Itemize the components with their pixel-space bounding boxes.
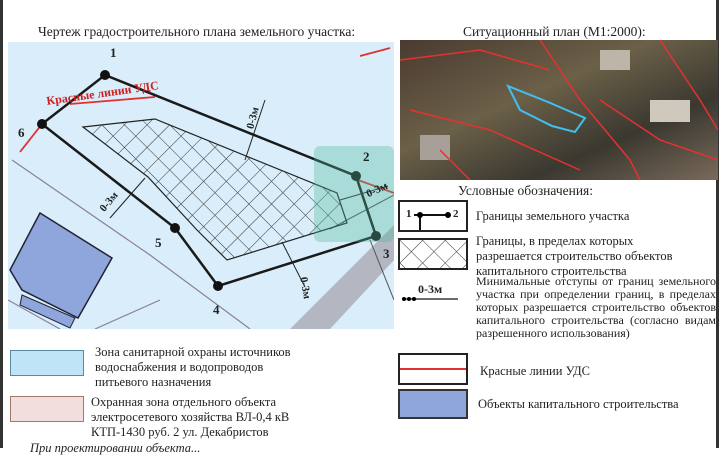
zone-text-electric: Охранная зона отдельного объекта электро… — [91, 395, 290, 439]
legend-text-capital-buildings: Объекты капитального строительства — [478, 397, 679, 411]
legend-text-setback: Минимальные отступы от границ земельного… — [476, 274, 716, 340]
legend-symbol-point-2: 2 — [453, 208, 459, 220]
zone-symbol-electric — [10, 396, 84, 422]
legend-symbol-point-1: 1 — [406, 208, 412, 220]
capital-building — [9, 211, 114, 319]
zone-text-sanitary: Зона санитарной охраны источников водосн… — [95, 345, 291, 389]
legend-symbol-capital-buildings — [398, 389, 468, 419]
right-frame — [716, 0, 719, 448]
legend-text-plot-boundary: Границы земельного участка — [476, 209, 630, 223]
legend-symbol-plot-boundary: 1 2 — [398, 200, 468, 232]
situation-plan-satellite — [400, 40, 718, 180]
legend-text-buildable-area: Границы, в пределах которых разрешается … — [476, 234, 673, 278]
point-label-4: 4 — [213, 302, 220, 317]
building-extension — [19, 294, 76, 329]
boundary-points — [37, 70, 381, 291]
situation-plan-title: Ситуационный план (М1:2000): — [463, 24, 646, 39]
point-label-6: 6 — [18, 125, 25, 140]
land-plot-drawing — [8, 42, 394, 329]
legend-symbol-setback-line — [402, 297, 458, 301]
red-line-upper — [19, 47, 394, 194]
setback-markers — [109, 99, 389, 288]
footer-text: При проектировании объекта... — [30, 441, 201, 455]
neighbor-boundary — [8, 159, 251, 329]
legend-symbol-setback-label: 0-3м — [418, 282, 443, 296]
watermark-logo — [314, 146, 394, 242]
drawing-title: Чертеж градостроительного плана земельно… — [38, 24, 356, 39]
left-frame — [0, 0, 3, 448]
road-strip — [290, 225, 394, 329]
point-label-2: 2 — [363, 149, 370, 164]
legend-title: Условные обозначения: — [458, 183, 594, 198]
point-label-5: 5 — [155, 235, 162, 250]
point-label-1: 1 — [110, 45, 117, 60]
point-label-3: 3 — [383, 246, 390, 261]
zone-symbol-sanitary — [10, 350, 84, 376]
buildable-area-hatch — [81, 118, 348, 261]
legend-symbol-buildable-area — [398, 238, 468, 270]
legend-symbol-red-lines — [398, 353, 468, 385]
legend-text-red-lines: Красные линии УДС — [480, 364, 591, 378]
